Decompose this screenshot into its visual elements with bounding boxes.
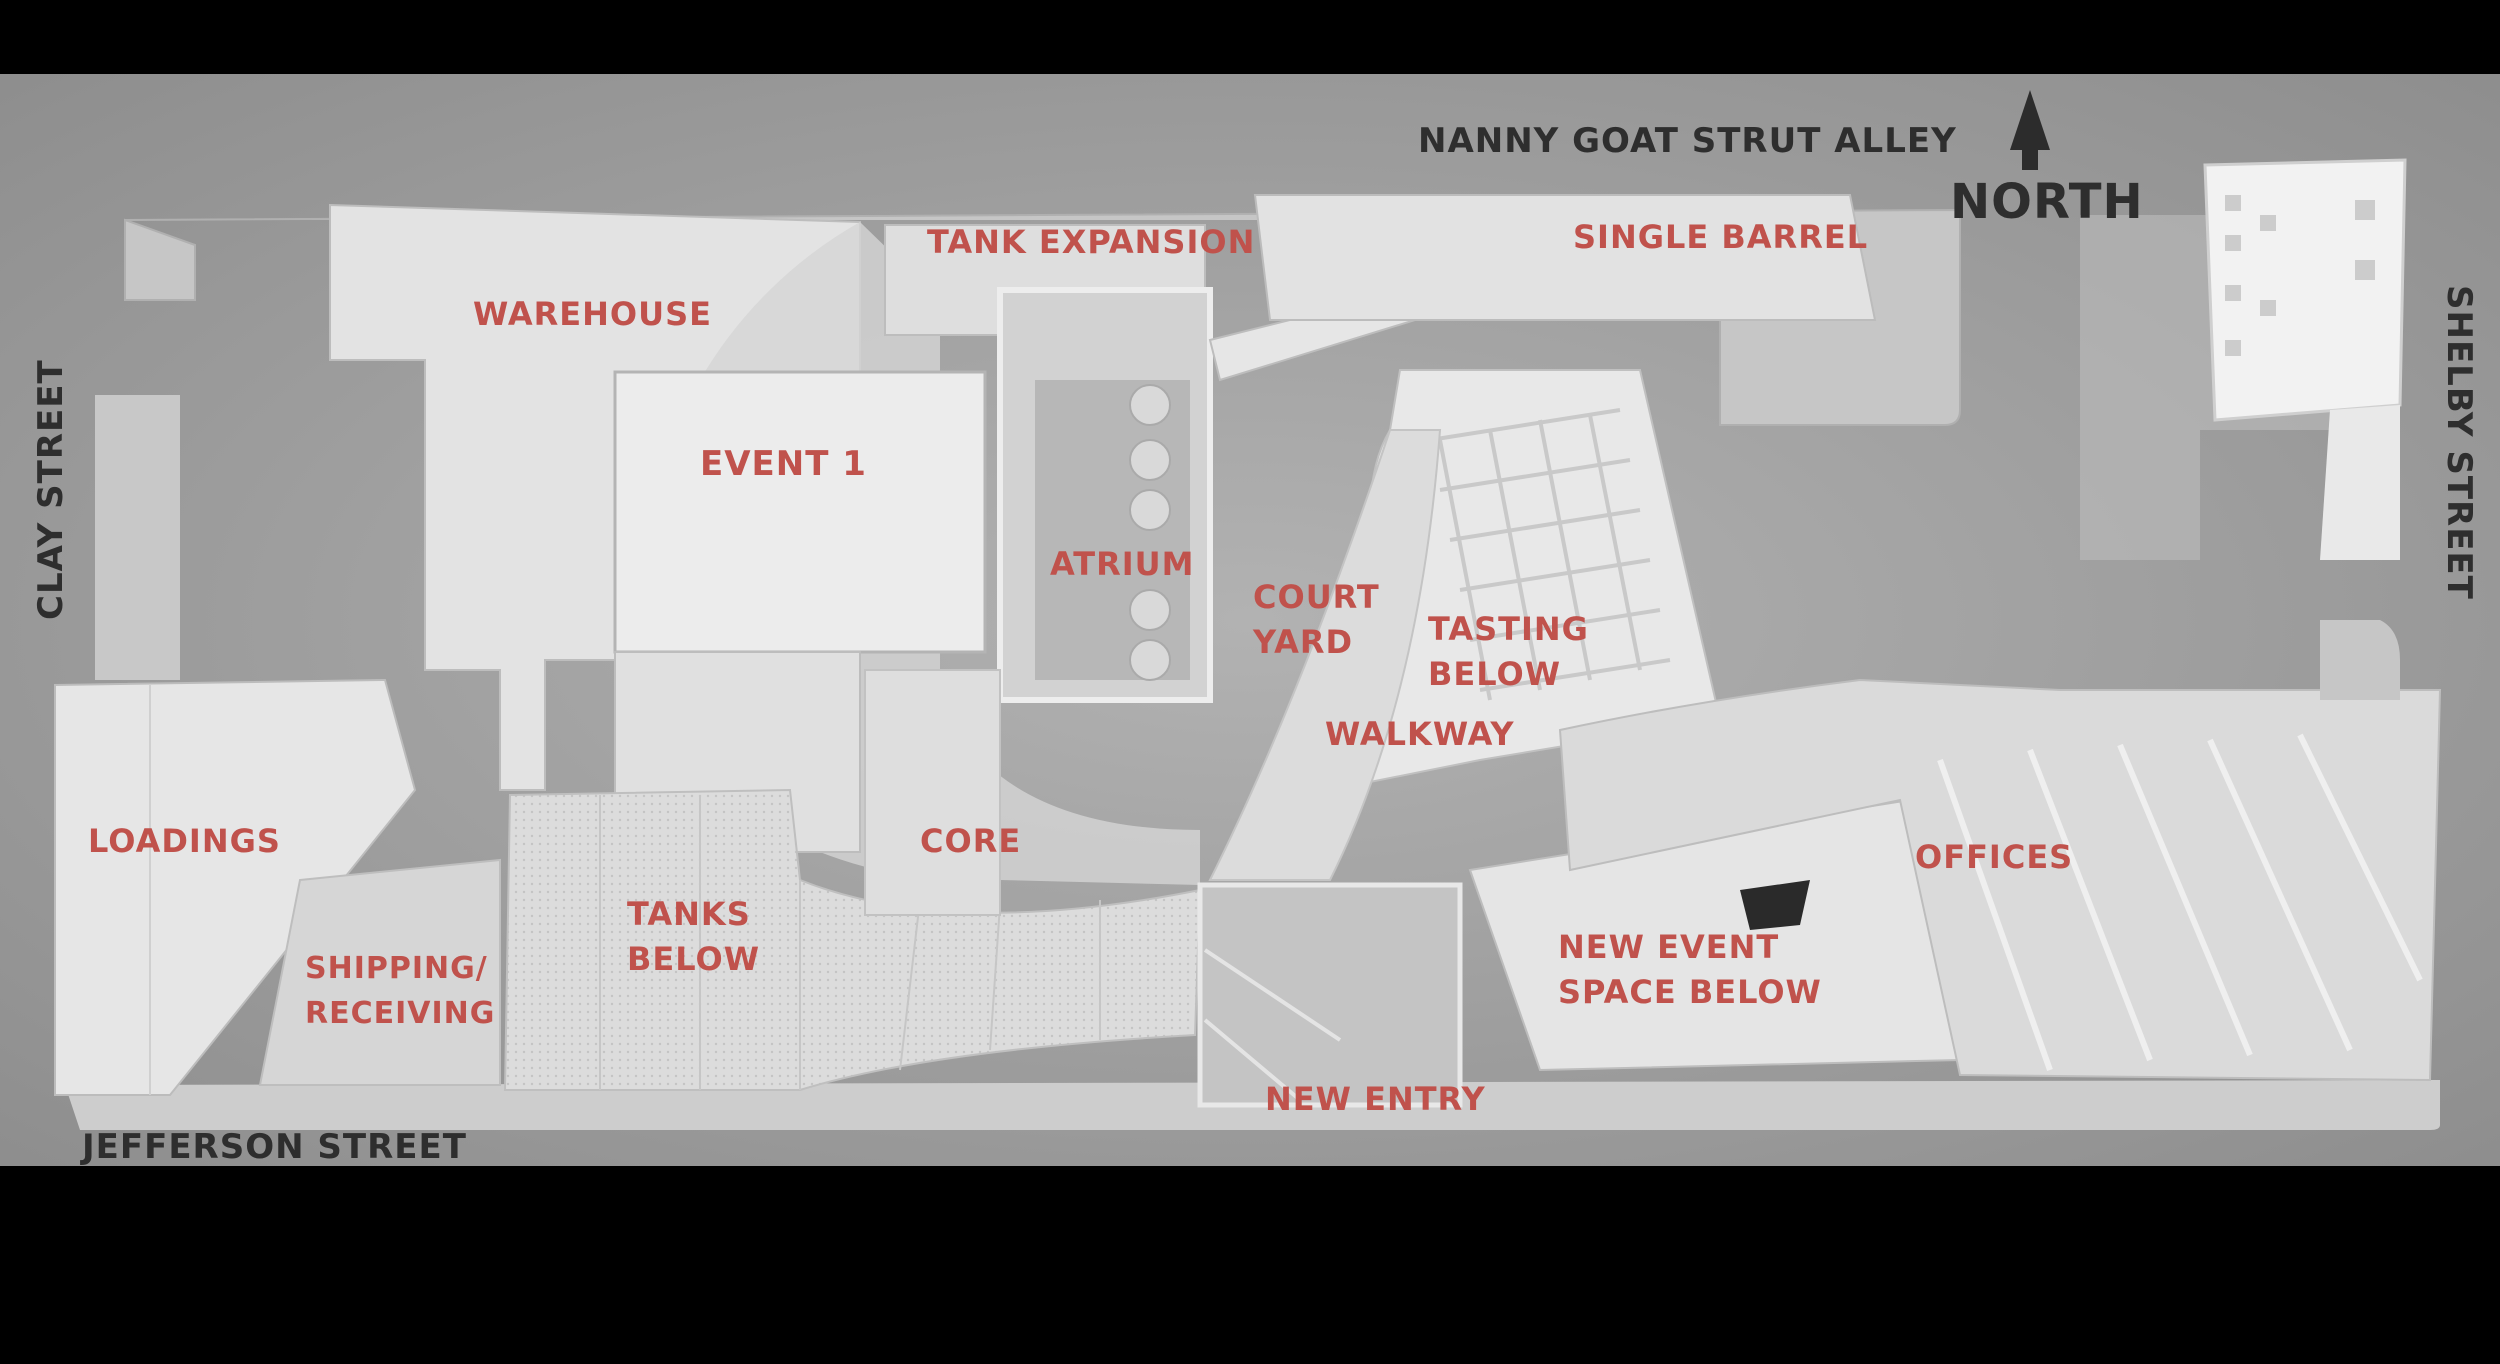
label-core: CORE (920, 822, 1021, 860)
tasting-roof-grid (1429, 408, 1671, 701)
atrium-void (1035, 380, 1190, 680)
street-label-south: JEFFERSON STREET (80, 1127, 467, 1167)
label-offices: OFFICES (1915, 838, 2073, 876)
west-sidewalk (95, 395, 180, 680)
historic-building-side (2320, 405, 2400, 560)
walkway-curve (1208, 429, 1442, 881)
label-shipping-1: SHIPPING/ (305, 951, 488, 986)
label-new-event-1: NEW EVENT (1558, 928, 1779, 966)
label-walkway: WALKWAY (1325, 715, 1515, 753)
tank-circle (1129, 589, 1171, 631)
label-tasting-2: BELOW (1428, 655, 1561, 693)
street-label-east: SHELBY STREET (2439, 285, 2479, 600)
event-1-block (613, 370, 987, 654)
label-shipping-2: RECEIVING (305, 996, 495, 1031)
label-court-yard-2: YARD (1252, 623, 1353, 661)
tank-circle (1129, 384, 1171, 426)
tank-circle (1129, 639, 1171, 681)
label-new-entry: NEW ENTRY (1265, 1080, 1486, 1118)
core-block (864, 669, 1001, 916)
label-tank-expansion: TANK EXPANSION (927, 223, 1255, 261)
entry-stair (1203, 948, 1342, 1102)
north-arrow-icon (2010, 90, 2050, 170)
street-label-north: NANNY GOAT STRUT ALLEY (1418, 121, 1957, 161)
north-arrow-label: NORTH (1950, 174, 2144, 230)
event-void (1740, 880, 1810, 930)
label-warehouse: WAREHOUSE (473, 295, 712, 333)
label-tanks-2: BELOW (627, 940, 760, 978)
label-single-barrel: SINGLE BARREL (1573, 218, 1868, 256)
label-atrium: ATRIUM (1050, 545, 1194, 583)
tanks-below-grid (599, 795, 1101, 1090)
label-tasting-1: TASTING (1428, 610, 1589, 648)
office-fins (1937, 733, 2423, 1072)
single-barrel-block (1253, 194, 1877, 321)
tank-circle (1129, 489, 1171, 531)
label-court-yard-1: COURT (1253, 578, 1380, 616)
label-event-1: EVENT 1 (700, 444, 867, 484)
ne-sidewalk (2320, 620, 2400, 700)
label-tanks-1: TANKS (627, 895, 751, 933)
shipping-block (258, 858, 501, 1086)
historic-windows (2225, 195, 2375, 356)
new-entry-block (1197, 882, 1463, 1108)
label-loadings: LOADINGS (88, 822, 281, 860)
tank-circle (1129, 439, 1171, 481)
street-label-west: CLAY STREET (31, 359, 71, 620)
label-new-event-2: SPACE BELOW (1558, 973, 1822, 1011)
